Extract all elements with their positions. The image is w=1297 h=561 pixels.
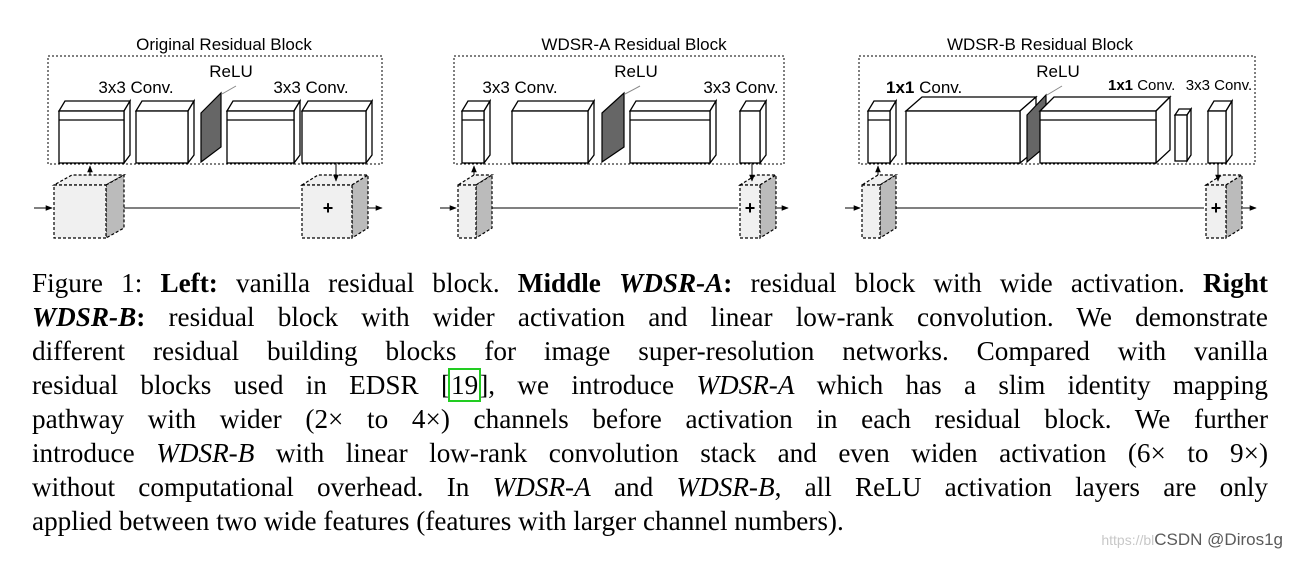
- caption-bold-italic: WDSR-A: [619, 268, 724, 298]
- caption-line: residual blocks used in EDSR [19], we in…: [32, 368, 1268, 402]
- caption-line: Figure 1: Left: vanilla residual block. …: [32, 266, 1268, 300]
- sum-cube: [299, 173, 371, 240]
- caption-bold: Right: [1203, 268, 1268, 298]
- relu-label: ReLU: [614, 62, 657, 81]
- relu-label: ReLU: [209, 62, 252, 81]
- panel-title: Original Residual Block: [136, 35, 312, 54]
- conv-label-bold: 1x1: [886, 78, 914, 97]
- caption-text: without computational overhead. In: [32, 472, 493, 502]
- caption-bold: Left:: [160, 268, 218, 298]
- identity-cube: [455, 173, 495, 240]
- plus-sign: +: [745, 198, 756, 218]
- conv-box: [904, 95, 1038, 165]
- caption-text: residual block with wider activation and…: [145, 302, 1268, 332]
- conv-box: [866, 98, 898, 165]
- caption-text: vanilla residual block.: [217, 268, 518, 298]
- caption-text: , all ReLU activation layers are only: [774, 472, 1268, 502]
- caption-italic: WDSR-B: [156, 438, 255, 468]
- caption-text: introduce: [32, 438, 157, 468]
- conv-box: [1173, 106, 1193, 164]
- plus-sign: +: [1211, 198, 1222, 218]
- panel-title: WDSR-A Residual Block: [541, 35, 727, 54]
- watermark: https://blCSDN @Diros1g: [1101, 530, 1283, 550]
- panel-wdsr-a: WDSR-A Residual Block 3x3 Conv. ReLU 3x3…: [440, 35, 789, 240]
- caption-text: residual blocks used in EDSR [: [32, 370, 451, 400]
- caption-line: pathway with wider (2× to 4×) channels b…: [32, 404, 1268, 434]
- citation-link[interactable]: 19: [448, 368, 482, 402]
- conv-box: [628, 98, 718, 165]
- conv-box: [738, 98, 768, 165]
- relu-slab: [200, 91, 222, 164]
- figure-caption: Figure 1: Left: vanilla residual block. …: [32, 266, 1268, 538]
- panel-original: Original Residual Block 3x3 Conv. ReLU 3…: [34, 35, 383, 240]
- caption-line: introduce WDSR-B with linear low-rank co…: [32, 436, 1268, 470]
- conv-box: [57, 98, 132, 165]
- conv-label-rest: Conv.: [914, 78, 962, 97]
- caption-text: residual block with wide activation.: [732, 268, 1204, 298]
- block-outline: [47, 55, 383, 165]
- plus-sign: +: [323, 198, 334, 218]
- conv-box: [460, 98, 492, 165]
- conv-box: [300, 98, 374, 165]
- panel-wdsr-b: WDSR-B Residual Block 1x1 Conv. ReLU 1x1…: [845, 35, 1257, 240]
- conv-box: [1206, 98, 1234, 165]
- block-outline: [858, 55, 1256, 165]
- conv-label: 3x3 Conv.: [98, 78, 173, 97]
- conv-box: [510, 98, 596, 165]
- sum-cube: [737, 173, 779, 240]
- figure-diagram: Original Residual Block 3x3 Conv. ReLU 3…: [34, 35, 1257, 240]
- identity-cube: [51, 173, 127, 240]
- conv-label: 3x3 Conv.: [703, 78, 778, 97]
- block-outline: [453, 55, 785, 165]
- caption-text: Figure 1:: [32, 268, 161, 298]
- conv-label-rest: Conv.: [1133, 77, 1175, 94]
- conv-box: [134, 98, 196, 165]
- caption-line: applied between two wide features (featu…: [32, 506, 844, 536]
- caption-bold-italic: WDSR-B: [32, 302, 137, 332]
- panel-title: WDSR-B Residual Block: [947, 35, 1134, 54]
- caption-bold: :: [723, 268, 733, 298]
- caption-text: ], we introduce: [479, 370, 697, 400]
- caption-text: with linear low-rank convolution stack a…: [254, 438, 1269, 468]
- caption-italic: WDSR-B: [676, 472, 775, 502]
- caption-bold: :: [136, 302, 146, 332]
- identity-cube: [859, 173, 899, 240]
- caption-text: and: [590, 472, 677, 502]
- watermark-name: CSDN @Diros1g: [1154, 530, 1283, 549]
- caption-bold: Middle: [517, 268, 620, 298]
- relu-slab: [601, 91, 625, 164]
- conv-label: 3x3 Conv.: [273, 78, 348, 97]
- caption-line: without computational overhead. In WDSR-…: [32, 470, 1268, 504]
- conv-box: [225, 98, 302, 165]
- caption-line: different residual building blocks for i…: [32, 336, 1268, 366]
- caption-italic: WDSR-A: [492, 472, 591, 502]
- caption-italic: WDSR-A: [696, 370, 795, 400]
- caption-line: WDSR-B: residual block with wider activa…: [32, 300, 1268, 334]
- conv-label-bold: 1x1: [1108, 77, 1133, 94]
- watermark-url: https://bl: [1101, 532, 1155, 548]
- relu-label: ReLU: [1036, 62, 1079, 81]
- caption-text: which has a slim identity mapping: [794, 370, 1268, 400]
- conv-label: 1x1 Conv.: [1108, 77, 1175, 94]
- conv-label: 1x1 Conv.: [886, 78, 962, 97]
- conv-label: 3x3 Conv.: [1186, 77, 1252, 94]
- conv-box: [1038, 95, 1172, 165]
- conv-label: 3x3 Conv.: [482, 78, 557, 97]
